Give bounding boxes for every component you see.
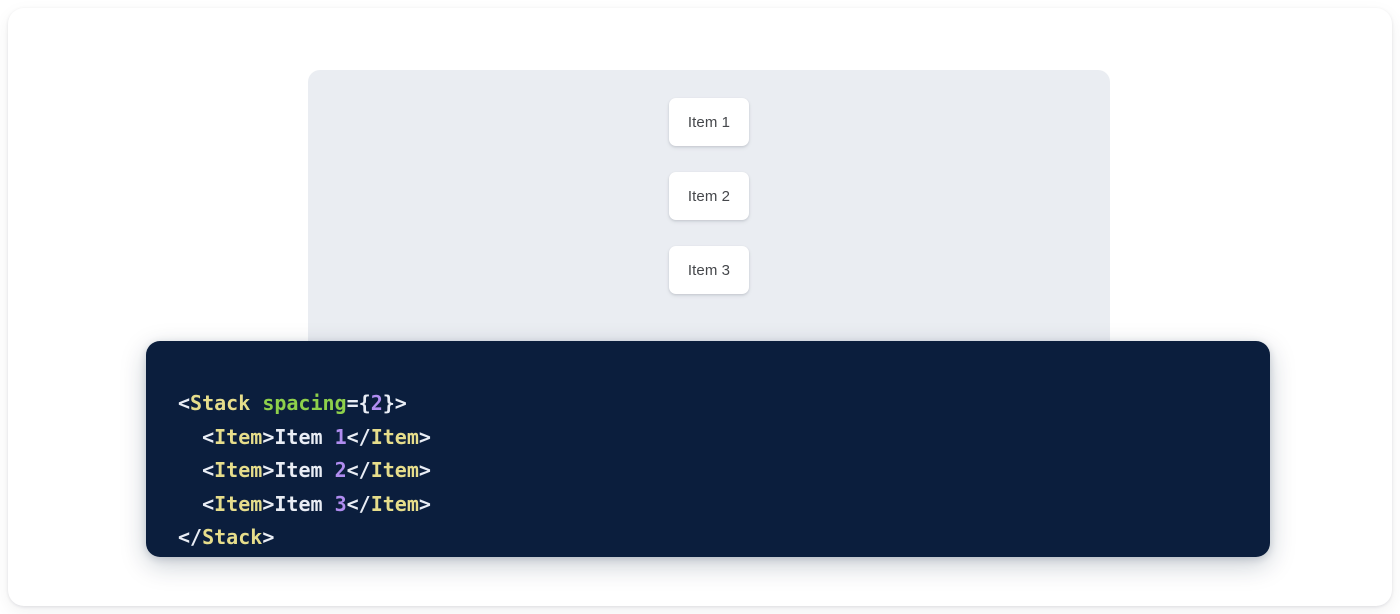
code-token-punct: </ — [346, 424, 371, 449]
code-token-punct: < — [202, 458, 215, 482]
code-token-punct: < — [202, 491, 215, 516]
code-token-tag: Item — [370, 458, 419, 482]
code-line: <Stack spacing={2}> — [178, 391, 407, 415]
code-token-tag: Item — [370, 424, 419, 449]
code-token-punct: = — [346, 391, 359, 415]
code-token-tag: Item — [370, 491, 419, 516]
stack-preview-surface: Item 1 Item 2 Item 3 — [308, 70, 1110, 341]
code-token-tag: Stack — [202, 525, 263, 549]
code-token-text: Item — [274, 458, 335, 482]
code-token-num: 2 — [334, 458, 347, 482]
code-line: <Item>Item 3</Item> — [178, 492, 431, 516]
code-token-text — [178, 492, 202, 516]
stack-item[interactable]: Item 1 — [669, 98, 749, 146]
code-token-tag: Item — [214, 424, 263, 449]
code-token-punct: > — [418, 458, 431, 482]
stack-item-label: Item 1 — [687, 113, 731, 131]
stack-item-label: Item 3 — [687, 261, 731, 279]
code-token-text — [178, 458, 202, 482]
code-block[interactable]: <Stack spacing={2}> <Item>Item 1</Item> … — [178, 387, 1270, 555]
stack-item[interactable]: Item 2 — [669, 172, 749, 220]
code-token-punct: > — [418, 491, 431, 516]
stack-demo-container: Item 1 Item 2 Item 3 — [308, 70, 1110, 341]
code-token-num: 2 — [370, 391, 383, 415]
code-token-text — [250, 391, 262, 415]
code-token-tag: Item — [214, 458, 263, 482]
code-token-punct: > — [262, 525, 275, 549]
code-token-punct: } — [382, 391, 395, 415]
stack-item[interactable]: Item 3 — [669, 246, 749, 294]
stack-item-label: Item 2 — [687, 187, 731, 205]
code-token-punct: { — [358, 391, 371, 415]
code-token-text: Item — [274, 491, 335, 516]
code-token-punct: </ — [346, 491, 371, 516]
code-token-num: 3 — [334, 491, 347, 516]
code-line: <Item>Item 1</Item> — [178, 425, 431, 449]
code-token-punct: </ — [178, 525, 203, 549]
code-token-punct: </ — [346, 458, 371, 482]
code-token-punct: < — [202, 424, 215, 449]
code-token-punct: > — [418, 424, 431, 449]
code-token-num: 1 — [334, 424, 347, 449]
code-line: <Item>Item 2</Item> — [178, 458, 431, 482]
code-token-text — [178, 425, 202, 449]
code-token-punct: > — [262, 424, 275, 449]
code-token-punct: > — [394, 391, 407, 415]
code-snippet-panel[interactable]: <Stack spacing={2}> <Item>Item 1</Item> … — [146, 341, 1270, 557]
code-token-attr: spacing — [262, 391, 347, 415]
code-token-punct: > — [262, 458, 275, 482]
code-token-tag: Stack — [190, 391, 251, 415]
code-token-text: Item — [274, 424, 335, 449]
outer-frame-card: Item 1 Item 2 Item 3 <Stack spacing={2}>… — [8, 8, 1392, 606]
code-token-punct: < — [178, 391, 191, 415]
code-token-tag: Item — [214, 491, 263, 516]
code-token-punct: > — [262, 491, 275, 516]
code-line: </Stack> — [178, 525, 274, 549]
